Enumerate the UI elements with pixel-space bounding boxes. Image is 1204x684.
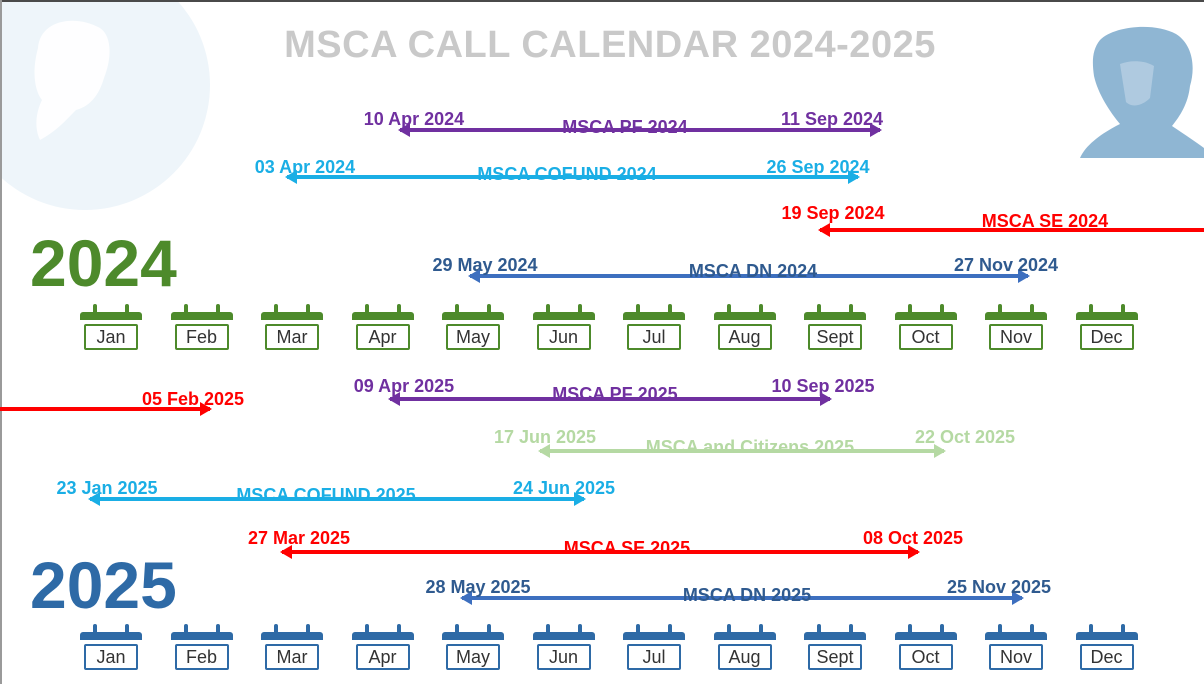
- calendar-sept-2024-icon: Sept: [804, 304, 866, 350]
- month-label: Dec: [1090, 647, 1123, 667]
- portrait-circle-icon: [0, 0, 210, 210]
- calendar-feb-2025-icon: Feb: [170, 624, 233, 670]
- month-label: May: [455, 647, 490, 667]
- pf2024-arrow: [398, 123, 882, 137]
- feb2025-arrow: [0, 402, 212, 416]
- cofund2025-name-label: MSCA COFUND 2025: [236, 485, 416, 505]
- citizens2025-start-label: 17 Jun 2025: [493, 427, 597, 447]
- month-label: Mar: [276, 647, 308, 667]
- dn2024-name-label: MSCA DN 2024: [688, 261, 818, 281]
- dn2025-name-label: MSCA DN 2025: [682, 585, 812, 605]
- month-label: Feb: [185, 647, 218, 667]
- year-2025-label: 2025: [30, 548, 177, 622]
- calendar-aug-2024-icon: Aug: [713, 304, 776, 350]
- calendar-sept-2025-icon: Sept: [804, 624, 866, 670]
- dn2024-start-label: 29 May 2024: [432, 255, 538, 275]
- calendar-aug-2025-icon: Aug: [713, 624, 776, 670]
- month-label: Feb: [185, 327, 218, 347]
- month-label: Jun: [548, 327, 579, 347]
- calendar-mar-2025-icon: Mar: [261, 624, 323, 670]
- se2025-start-label: 27 Mar 2025: [247, 528, 351, 548]
- cofund2024-arrow: [285, 170, 860, 184]
- calendar-dec-2025-icon: Dec: [1075, 624, 1138, 670]
- month-label: Oct: [911, 647, 940, 667]
- month-label: Jul: [642, 647, 666, 667]
- pf2025-name-label: MSCA PF 2025: [552, 384, 678, 404]
- month-label: Jan: [96, 647, 126, 667]
- cofund2024-name-label: MSCA COFUND 2024: [477, 164, 657, 184]
- calendar-jul-2025-icon: Jul: [623, 624, 685, 670]
- portrait-silhouette-icon: [1080, 26, 1204, 158]
- month-label: Jun: [548, 647, 579, 667]
- calendar-jan-2024-icon: Jan: [80, 304, 142, 350]
- pf2024-end-label: 11 Sep 2024: [780, 109, 884, 129]
- citizens2025-end-label: 22 Oct 2025: [914, 427, 1016, 447]
- page-title: MSCA CALL CALENDAR 2024-2025: [284, 24, 936, 66]
- pf2024-start-label: 10 Apr 2024: [363, 109, 465, 129]
- se2024-arrow: [818, 223, 1204, 237]
- citizens2025-name-label: MSCA and Citizens 2025: [645, 437, 855, 457]
- calendar-feb-2024-icon: Feb: [170, 304, 233, 350]
- month-label: Mar: [276, 327, 308, 347]
- se2024-start-label: 19 Sep 2024: [781, 203, 885, 223]
- dn2024-end-label: 27 Nov 2024: [953, 255, 1059, 275]
- calendar-dec-2024-icon: Dec: [1075, 304, 1138, 350]
- se2025-name-label: MSCA SE 2025: [563, 538, 691, 558]
- calendar-apr-2025-icon: Apr: [351, 624, 414, 670]
- month-label: Jan: [96, 327, 126, 347]
- citizens2025-arrow: [538, 444, 946, 458]
- pf2025-start-label: 09 Apr 2025: [353, 376, 455, 396]
- month-label: Sept: [816, 647, 854, 667]
- calendar-may-2025-icon: May: [442, 624, 504, 670]
- month-label: Aug: [728, 327, 761, 347]
- month-label: Nov: [999, 327, 1032, 347]
- month-label: Jul: [642, 327, 666, 347]
- se2024-name-label: MSCA SE 2024: [981, 211, 1109, 231]
- month-label: Aug: [728, 647, 761, 667]
- month-label: May: [455, 327, 490, 347]
- top-border: [0, 0, 1204, 2]
- cofund2025-arrow: [88, 492, 586, 506]
- calendar-jul-2024-icon: Jul: [623, 304, 685, 350]
- cofund2024-start-label: 03 Apr 2024: [254, 157, 356, 177]
- calendar-jun-2024-icon: Jun: [532, 304, 595, 350]
- month-label: Apr: [368, 327, 397, 347]
- dn2025-end-label: 25 Nov 2025: [946, 577, 1052, 597]
- year-2024-label: 2024: [30, 226, 177, 300]
- cofund2024-end-label: 26 Sep 2024: [766, 157, 870, 177]
- calendar-oct-2025-icon: Oct: [894, 624, 957, 670]
- calendar-jun-2025-icon: Jun: [532, 624, 595, 670]
- month-label: Dec: [1090, 327, 1123, 347]
- calendar-apr-2024-icon: Apr: [351, 304, 414, 350]
- se2025-end-label: 08 Oct 2025: [862, 528, 964, 548]
- pf2024-name-label: MSCA PF 2024: [562, 117, 688, 137]
- left-border: [0, 0, 2, 684]
- se2025-arrow: [280, 545, 920, 559]
- calendar-jan-2025-icon: Jan: [80, 624, 142, 670]
- pf2025-end-label: 10 Sep 2025: [771, 376, 875, 396]
- calendar-nov-2024-icon: Nov: [985, 304, 1047, 350]
- month-label: Nov: [999, 647, 1032, 667]
- dn2025-start-label: 28 May 2025: [425, 577, 531, 597]
- dn2024-arrow: [468, 269, 1030, 283]
- calendar-may-2024-icon: May: [442, 304, 504, 350]
- calendar-nov-2025-icon: Nov: [985, 624, 1047, 670]
- dn2025-arrow: [460, 591, 1024, 605]
- pf2025-arrow: [388, 392, 832, 406]
- cofund2025-end-label: 24 Jun 2025: [512, 478, 616, 498]
- calendar-oct-2024-icon: Oct: [894, 304, 957, 350]
- month-label: Apr: [368, 647, 397, 667]
- month-label: Oct: [911, 327, 940, 347]
- feb2025-end-label: 05 Feb 2025: [141, 389, 245, 409]
- month-label: Sept: [816, 327, 854, 347]
- calendar-mar-2024-icon: Mar: [261, 304, 323, 350]
- cofund2025-start-label: 23 Jan 2025: [56, 478, 158, 498]
